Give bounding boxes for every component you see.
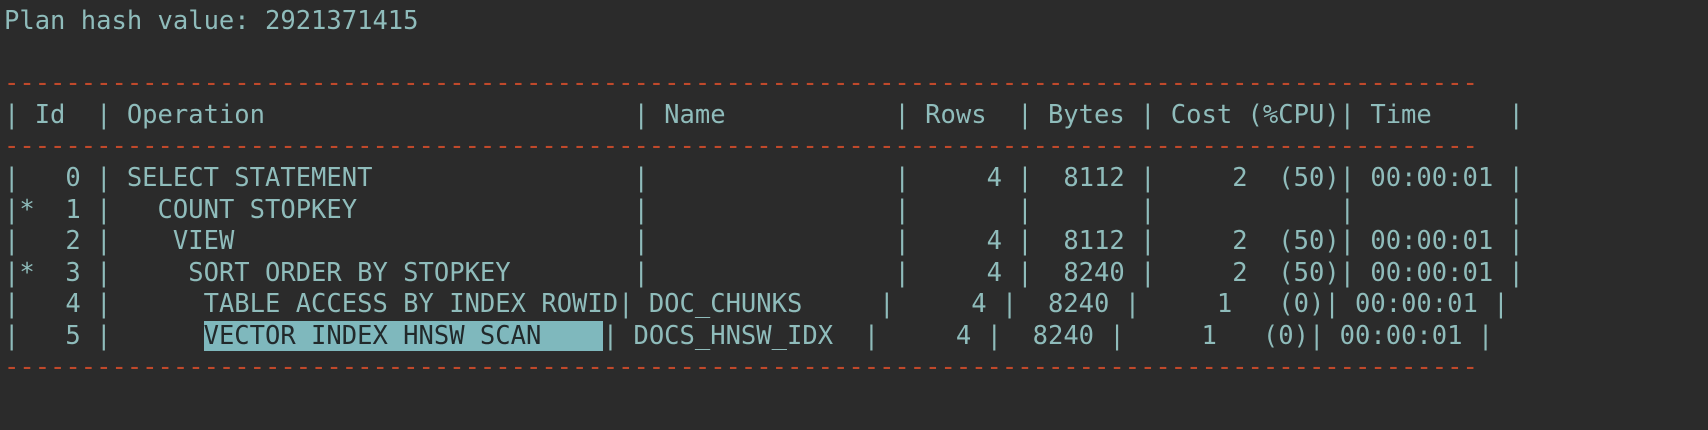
row-id-cell: | 2 | [4, 226, 127, 256]
table-row[interactable]: |* 1 | COUNT STOPKEY | | | | | | [4, 195, 1524, 227]
row-operation-cell: VIEW [126, 226, 634, 256]
row-operation-cell: COUNT STOPKEY [126, 194, 634, 225]
row-operation-cell: SORT ORDER BY STOPKEY [126, 257, 634, 288]
table-header-row: | Id | Operation | Name | Rows | Bytes |… [4, 100, 1524, 130]
row-operation-cell: TABLE ACCESS BY INDEX ROWID [126, 289, 619, 319]
row-id-cell: |* 1 | [4, 194, 127, 225]
row-id-cell: |* 3 | [4, 257, 127, 288]
table-separator-middle: ----------------------------------------… [4, 131, 1478, 161]
highlighted-operation-cell[interactable]: VECTOR INDEX HNSW SCAN [203, 320, 603, 351]
row-id-cell: | 5 | [4, 320, 127, 351]
row-operation-cell: SELECT STATEMENT [126, 163, 634, 193]
row-operation-indent [127, 321, 204, 351]
row-id-cell: | 4 | [4, 289, 127, 319]
table-separator-top: ----------------------------------------… [4, 68, 1478, 98]
row-metrics-cells: | | 4 | 8240 | 2 (50)| 00:00:01 | [633, 257, 1524, 288]
table-row[interactable]: |* 3 | SORT ORDER BY STOPKEY | | 4 | 824… [4, 258, 1524, 290]
row-metrics-cells: | | | | | | [633, 194, 1524, 225]
table-row[interactable]: | 4 | TABLE ACCESS BY INDEX ROWID| DOC_C… [4, 289, 1524, 321]
row-metrics-cells: | DOC_CHUNKS | 4 | 8240 | 1 (0)| 00:00:0… [618, 289, 1509, 319]
table-separator-bottom: ----------------------------------------… [4, 352, 1478, 382]
plan-hash-value: Plan hash value: 2921371415 [4, 6, 419, 36]
table-row[interactable]: | 2 | VIEW | | 4 | 8112 | 2 (50)| 00:00:… [4, 226, 1524, 258]
table-row[interactable]: | 5 | VECTOR INDEX HNSW SCAN | DOCS_HNSW… [4, 320, 1524, 353]
plan-step-rows: | 0 | SELECT STATEMENT | | 4 | 8112 | 2 … [4, 163, 1524, 352]
row-metrics-cells: | DOCS_HNSW_IDX | 4 | 8240 | 1 (0)| 00:0… [602, 320, 1494, 351]
row-metrics-cells: | | 4 | 8112 | 2 (50)| 00:00:01 | [633, 163, 1524, 193]
row-id-cell: | 0 | [4, 163, 127, 193]
row-metrics-cells: | | 4 | 8112 | 2 (50)| 00:00:01 | [633, 226, 1524, 256]
table-row[interactable]: | 0 | SELECT STATEMENT | | 4 | 8112 | 2 … [4, 163, 1524, 195]
